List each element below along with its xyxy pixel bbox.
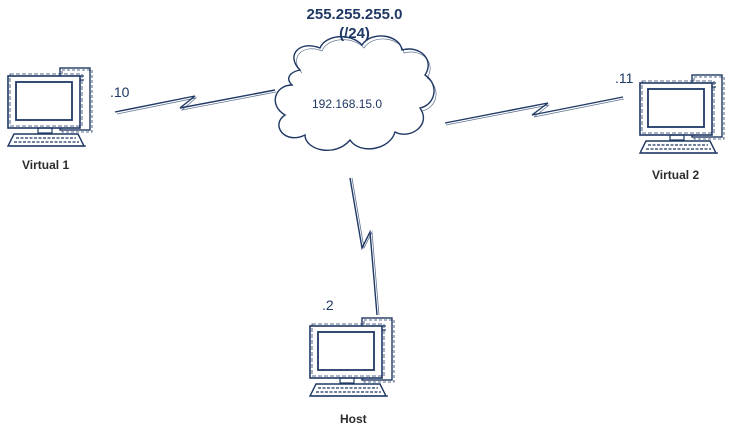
link-host bbox=[349, 177, 380, 316]
virtual2-label: Virtual 2 bbox=[652, 168, 700, 182]
subnet-label: 192.168.15.0 bbox=[312, 97, 383, 111]
virtual1-label: Virtual 1 bbox=[22, 158, 70, 172]
host-ip: .2 bbox=[322, 297, 334, 313]
link-virtual2 bbox=[444, 96, 625, 126]
computer-host-icon bbox=[309, 317, 395, 397]
netmask-label: 255.255.255.0 bbox=[306, 6, 403, 23]
network-cloud bbox=[274, 35, 435, 151]
computer-virtual2-icon bbox=[639, 74, 725, 154]
prefix-label: (/24) bbox=[339, 25, 370, 42]
host-label: Host bbox=[340, 412, 367, 426]
link-virtual1 bbox=[114, 89, 277, 115]
computer-virtual1-icon bbox=[7, 67, 93, 147]
virtual2-ip: .11 bbox=[615, 70, 634, 86]
virtual1-ip: .10 bbox=[110, 84, 130, 100]
